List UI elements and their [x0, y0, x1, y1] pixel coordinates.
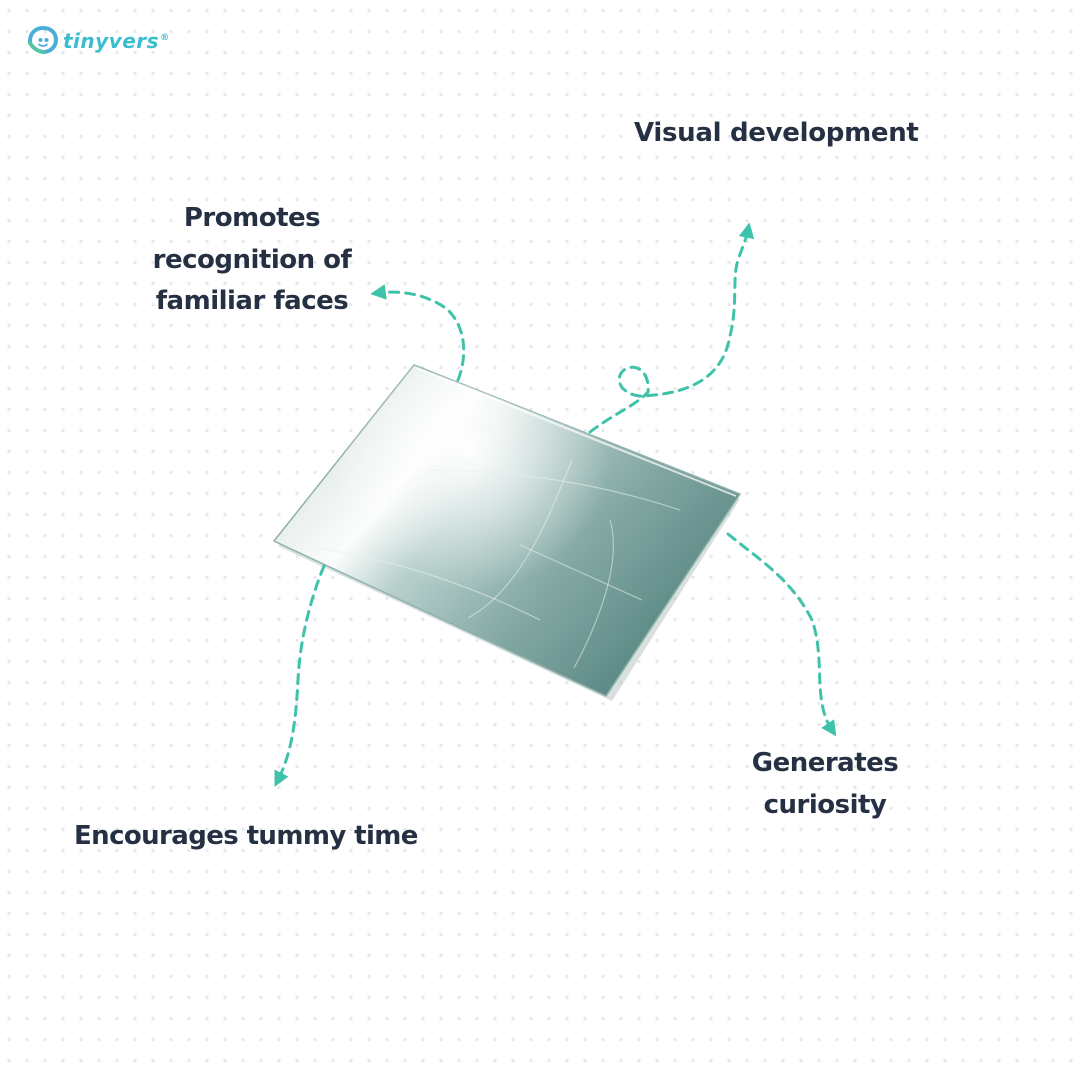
registered-mark: ® [160, 33, 170, 44]
tinyvers-logo-icon [28, 26, 59, 54]
mirror-icon [272, 364, 742, 701]
arrow-familiar-faces [370, 284, 466, 382]
arrow-tummy-time [274, 564, 326, 787]
callout-visual-development: Visual development [634, 118, 919, 148]
brand-logo[interactable]: tinyvers® [27, 26, 170, 56]
arrow-curiosity [726, 532, 837, 737]
arrow-visual-development [588, 222, 755, 434]
mirror-scratches [317, 459, 681, 669]
mirror-glare [274, 365, 740, 696]
mirror-edge-highlight [415, 367, 737, 497]
callout-curiosity: Generates curiosity [751, 748, 899, 820]
callout-familiar-faces: Promotes recognition of familiar faces [152, 203, 352, 317]
brand-name: tinyvers® [63, 29, 170, 53]
callout-tummy-time: Encourages tummy time [74, 821, 418, 851]
